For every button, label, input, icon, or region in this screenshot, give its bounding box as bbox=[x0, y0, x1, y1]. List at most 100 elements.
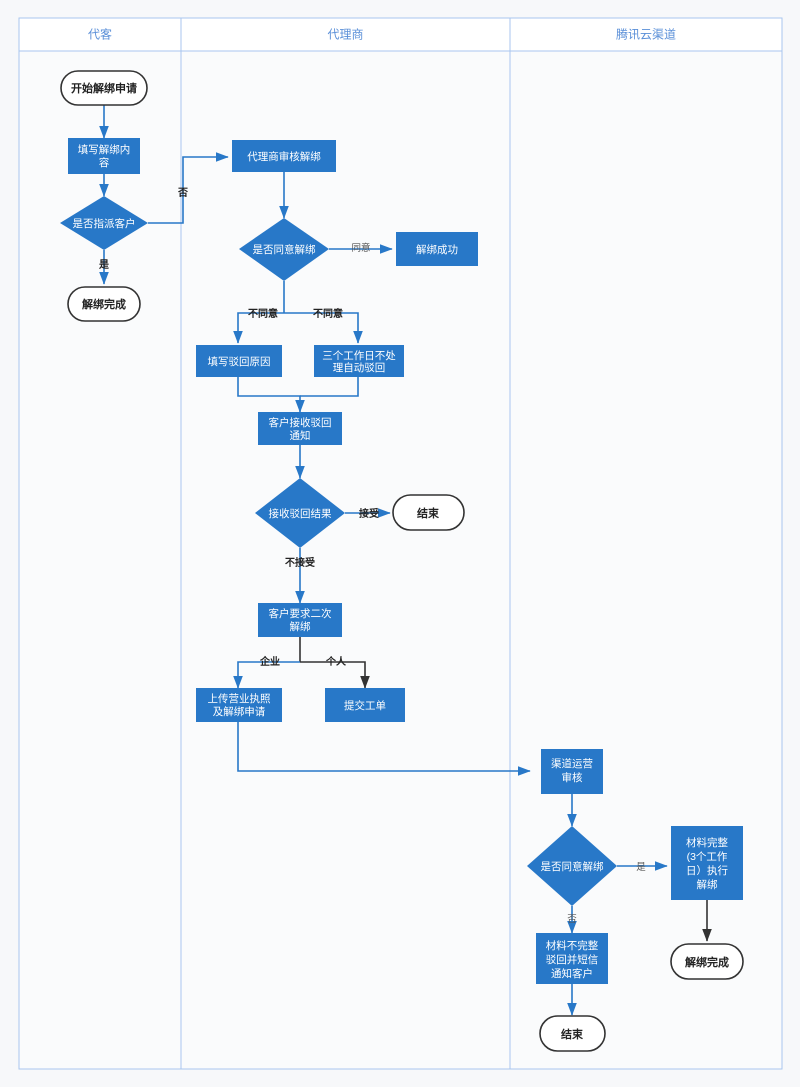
edge-assign-no bbox=[148, 152, 229, 224]
node-label-line-2: 驳回并短信 bbox=[546, 953, 599, 966]
terminator-shape bbox=[539, 1015, 606, 1052]
node-unbind-success[interactable]: 解绑成功 bbox=[396, 232, 478, 266]
lane-header-tencent bbox=[509, 17, 783, 52]
node-customer-receive-rejection-notice[interactable]: 客户接收驳回 通知 bbox=[258, 412, 342, 445]
node-label-line-1: 客户接收驳回 bbox=[269, 416, 332, 429]
edge-label-tc-yes: 是 bbox=[636, 862, 646, 873]
edge-label-disagree-right: 不同意 bbox=[313, 307, 343, 320]
node-fill-unbind-content[interactable]: 填写解绑内 容 bbox=[68, 138, 140, 174]
node-label-line-4: 解绑 bbox=[697, 878, 718, 891]
node-decision-tencent-agree[interactable]: 是否同意解绑 bbox=[527, 826, 617, 906]
node-label-line-2: 解绑 bbox=[290, 620, 311, 633]
lane-body-frame bbox=[18, 17, 783, 1070]
node-label-line-2: (3个工作 bbox=[687, 851, 728, 863]
node-label-line-2: 审核 bbox=[562, 771, 583, 784]
node-end-agent[interactable]: 结束 bbox=[392, 494, 465, 531]
node-label-line-1: 渠道运营 bbox=[551, 757, 593, 770]
process-shape bbox=[325, 688, 405, 722]
edge-label-disagree-left: 不同意 bbox=[248, 307, 278, 320]
node-agent-review-unbind[interactable]: 代理商审核解绑 bbox=[232, 140, 336, 172]
edge-label-personal: 个人 bbox=[325, 655, 347, 668]
lane-header-customer bbox=[18, 17, 182, 52]
node-label: 填写驳回原因 bbox=[208, 355, 271, 368]
edge-disagree-left bbox=[233, 312, 284, 344]
node-auto-reject-3-days[interactable]: 三个工作日不处 理自动驳回 bbox=[314, 345, 404, 377]
process-shape bbox=[232, 140, 336, 172]
node-unbind-complete-customer[interactable]: 解绑完成 bbox=[67, 286, 141, 322]
lane-title-agent: 代理商 bbox=[327, 27, 363, 42]
swimlane-frame: 代客 代理商 腾讯云渠道 bbox=[18, 17, 783, 1070]
edge-enterprise-branch bbox=[233, 661, 300, 689]
edge-label-group: 否 是 同意 不同意 不同意 接受 不接受 企业 个人 是 否 bbox=[98, 187, 646, 925]
node-label-line-1: 填写解绑内 bbox=[78, 143, 131, 156]
node-label-line-1: 客户要求二次 bbox=[269, 607, 332, 620]
edge-label-assign-no: 否 bbox=[177, 187, 188, 199]
lane-title-tencent: 腾讯云渠道 bbox=[616, 27, 676, 42]
decision-shape bbox=[239, 218, 329, 281]
node-material-incomplete-reject-sms[interactable]: 材料不完整 驳回并短信 通知客户 bbox=[536, 933, 608, 984]
process-shape bbox=[314, 345, 404, 377]
edge-label-reject: 不接受 bbox=[285, 556, 315, 569]
edge-disagree-right bbox=[284, 312, 363, 344]
node-label-line-2: 理自动驳回 bbox=[333, 361, 386, 374]
node-unbind-complete-tencent[interactable]: 解绑完成 bbox=[670, 943, 744, 980]
node-label-line-2: 容 bbox=[99, 156, 110, 169]
node-channel-operation-review[interactable]: 渠道运营 审核 bbox=[541, 749, 603, 794]
node-label: 解绑完成 bbox=[82, 297, 126, 311]
node-label: 是否同意解绑 bbox=[253, 243, 316, 256]
terminator-shape bbox=[392, 494, 465, 531]
node-label: 代理商审核解绑 bbox=[247, 150, 321, 163]
edge-label-enterprise: 企业 bbox=[259, 655, 280, 668]
node-label: 是否同意解绑 bbox=[541, 860, 604, 873]
process-shape bbox=[258, 412, 342, 445]
process-shape bbox=[671, 826, 743, 900]
edge-label-tc-no: 否 bbox=[567, 914, 577, 925]
edge-label-agree: 同意 bbox=[351, 242, 370, 254]
flow-edges bbox=[99, 105, 712, 1016]
decision-shape bbox=[60, 196, 148, 250]
node-label: 提交工单 bbox=[344, 699, 386, 712]
process-shape bbox=[196, 688, 282, 722]
process-shape bbox=[396, 232, 478, 266]
terminator-shape bbox=[67, 286, 141, 322]
edge-label-accept: 接受 bbox=[359, 507, 379, 520]
node-material-complete-execute-unbind[interactable]: 材料完整 (3个工作 日）执行 解绑 bbox=[671, 826, 743, 900]
node-label-line-3: 日）执行 bbox=[686, 864, 728, 877]
node-end-tencent[interactable]: 结束 bbox=[539, 1015, 606, 1052]
edge-auto-to-notify bbox=[300, 377, 359, 397]
node-label: 是否指派客户 bbox=[73, 217, 136, 230]
node-decision-receive-rejection-result[interactable]: 接收驳回结果 bbox=[255, 478, 345, 548]
node-submit-ticket[interactable]: 提交工单 bbox=[325, 688, 405, 722]
node-label-line-2: 及解绑申请 bbox=[213, 705, 266, 718]
process-shape bbox=[68, 138, 140, 174]
terminator-shape bbox=[60, 70, 148, 106]
node-decision-agent-agree[interactable]: 是否同意解绑 bbox=[239, 218, 329, 281]
node-upload-license-and-application[interactable]: 上传营业执照 及解绑申请 bbox=[196, 688, 282, 722]
process-shape bbox=[258, 603, 342, 637]
node-label-line-1: 材料不完整 bbox=[546, 939, 599, 952]
decision-shape bbox=[255, 478, 345, 548]
node-decision-assign-customer[interactable]: 是否指派客户 bbox=[60, 196, 148, 250]
node-label-line-2: 通知 bbox=[290, 429, 311, 442]
node-customer-request-second-unbind[interactable]: 客户要求二次 解绑 bbox=[258, 603, 342, 637]
terminator-shape bbox=[670, 943, 744, 980]
node-label: 接收驳回结果 bbox=[269, 507, 332, 520]
node-start-unbind-request[interactable]: 开始解绑申请 bbox=[60, 70, 148, 106]
node-label-line-1: 上传营业执照 bbox=[208, 692, 271, 705]
process-shape bbox=[536, 933, 608, 984]
node-label: 解绑成功 bbox=[416, 243, 458, 256]
process-shape bbox=[541, 749, 603, 794]
decision-shape bbox=[527, 826, 617, 906]
node-label: 开始解绑申请 bbox=[71, 81, 137, 95]
node-label: 结束 bbox=[560, 1027, 584, 1041]
node-label-line-1: 材料完整 bbox=[686, 836, 728, 849]
node-label-line-1: 三个工作日不处 bbox=[322, 350, 396, 362]
process-shape bbox=[196, 345, 282, 377]
node-fill-rejection-reason[interactable]: 填写驳回原因 bbox=[196, 345, 282, 377]
lane-header-agent bbox=[180, 17, 511, 52]
edge-label-assign-yes: 是 bbox=[98, 259, 109, 271]
edge-upload-to-channel-review bbox=[237, 722, 531, 776]
edge-reason-to-notify bbox=[237, 377, 305, 413]
